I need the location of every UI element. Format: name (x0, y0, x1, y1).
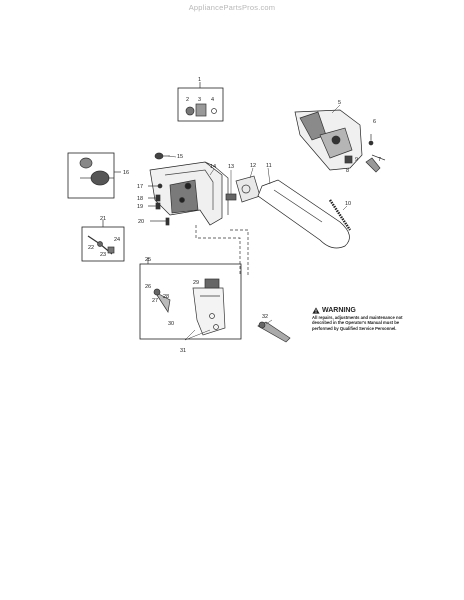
callout-28: 28 (163, 294, 169, 300)
callout-5: 5 (338, 100, 341, 106)
callout-17: 17 (137, 184, 143, 190)
callout-30: 30 (168, 321, 174, 327)
assembly-lines (195, 225, 249, 276)
callout-13: 13 (228, 164, 234, 170)
callout-25: 25 (145, 257, 151, 263)
callout-6: 6 (373, 119, 376, 125)
callout-22: 22 (88, 245, 94, 251)
callout-14: 14 (210, 164, 216, 170)
callout-23: 23 (100, 252, 106, 258)
callout-27: 27 (152, 298, 158, 304)
callout-4: 4 (211, 97, 214, 103)
engine-housing[interactable] (149, 152, 229, 226)
warning-triangle-icon (312, 307, 320, 314)
callout-12: 12 (250, 163, 256, 169)
callout-1: 1 (198, 77, 201, 83)
callout-11: 11 (266, 163, 272, 169)
callout-3: 3 (198, 97, 201, 103)
callout-8: 8 (346, 168, 349, 174)
callout-16: 16 (123, 170, 129, 176)
callout-10: 10 (345, 201, 351, 207)
callout-29: 29 (193, 280, 199, 286)
callout-20: 20 (138, 219, 144, 225)
saw-chain[interactable] (328, 199, 352, 231)
callout-7: 7 (378, 157, 381, 163)
callout-21: 21 (100, 216, 106, 222)
callout-24: 24 (114, 237, 120, 243)
watermark: AppliancePartsPros.com (188, 3, 276, 12)
leader-lines (167, 104, 348, 341)
warning-notice: WARNING All repairs, adjustments and mai… (312, 307, 408, 331)
part-16-inset[interactable] (67, 152, 121, 199)
callout-9: 9 (355, 157, 358, 163)
callout-31: 31 (180, 348, 186, 354)
wrench-tool[interactable] (257, 321, 291, 343)
warning-body: All repairs, adjustments and maintenance… (312, 315, 403, 331)
part-21-inset[interactable] (81, 220, 125, 262)
part-1-inset[interactable] (177, 82, 224, 122)
callout-32: 32 (262, 314, 268, 320)
callout-15: 15 (177, 154, 183, 160)
warning-title: WARNING (322, 307, 356, 314)
gasket-plate[interactable] (225, 175, 261, 203)
callout-labels: 1 2 3 4 5 6 7 8 9 10 11 12 13 14 15 16 1… (88, 77, 381, 354)
clutch-cover[interactable] (294, 109, 386, 173)
callout-26: 26 (145, 284, 151, 290)
guide-bar[interactable] (257, 179, 350, 249)
callout-19: 19 (137, 204, 143, 210)
part-25-inset[interactable] (139, 258, 242, 340)
callout-2: 2 (186, 97, 189, 103)
fasteners-17-20[interactable] (148, 183, 170, 226)
callout-18: 18 (137, 196, 143, 202)
